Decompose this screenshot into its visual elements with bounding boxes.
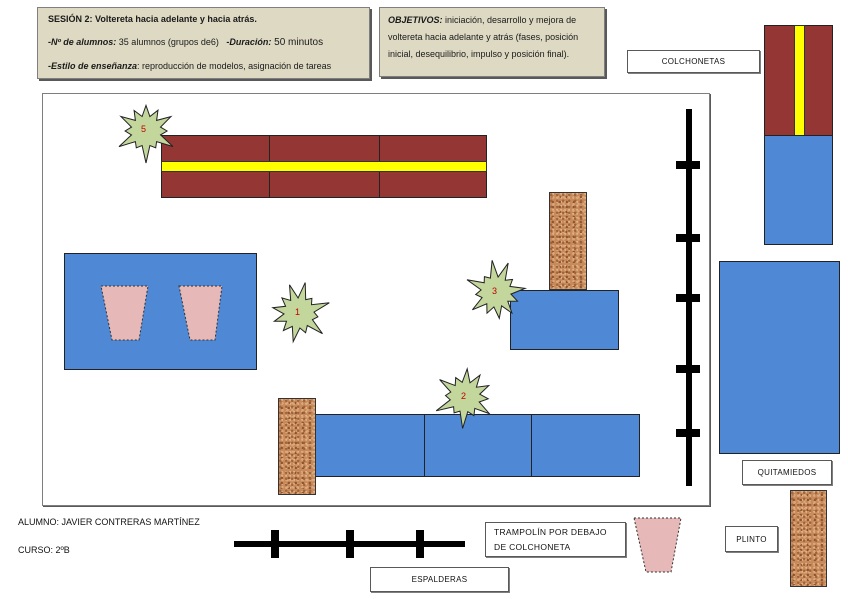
duration-label: -Duración: — [226, 37, 272, 47]
star-shape — [466, 260, 528, 321]
station-number-1: 1 — [295, 307, 301, 317]
legend-quitamiedos — [719, 261, 840, 454]
session-title-text: Voltereta hacia adelante y hacia atrás. — [92, 14, 257, 24]
star-shape — [118, 103, 174, 164]
student-course: CURSO: 2ºB — [18, 545, 70, 555]
objectives-text: iniciación, desarrollo y mejora de volte… — [388, 15, 579, 59]
legend-trampoline — [633, 517, 682, 573]
station-number-5: 5 — [141, 124, 147, 134]
legend-espalderas-rung — [416, 530, 424, 558]
legend-blue-mat — [764, 135, 833, 245]
station-star-1 — [271, 282, 330, 344]
station-star-5 — [118, 103, 174, 164]
legend-espalderas-rung — [346, 530, 354, 558]
espalderas-rung — [676, 365, 700, 373]
students-value: 35 alumnos (grupos de6) — [116, 37, 219, 47]
label-trampolin: TRAMPOLÍN POR DEBAJO DE COLCHONETA — [485, 522, 626, 557]
legend-plinto — [790, 490, 827, 587]
station-3-plinto — [549, 192, 587, 290]
label-colchonetas: COLCHONETAS — [627, 50, 760, 73]
star-shape — [435, 366, 491, 429]
style-label: -Estilo de enseñanza — [48, 61, 138, 71]
espalderas-rung — [676, 161, 700, 169]
session-style: -Estilo de enseñanza: reproducción de mo… — [48, 62, 331, 71]
legend-espalderas-rung — [271, 530, 279, 558]
station-star-3 — [466, 260, 528, 321]
station-star-2 — [435, 366, 491, 429]
student-name: ALUMNO: JAVIER CONTRERAS MARTÍNEZ — [18, 517, 200, 527]
station-1-blue-mat — [64, 253, 257, 370]
station-3-blue-mat — [510, 290, 619, 350]
session-title: SESIÓN 2: Voltereta hacia adelante y hac… — [48, 15, 257, 24]
label-quitamiedos: QUITAMIEDOS — [742, 460, 832, 485]
legend-colchoneta-stripe — [794, 25, 805, 136]
students-label: -Nº de alumnos: — [48, 37, 117, 47]
trampoline-right — [178, 285, 223, 341]
duration-value: 50 minutos — [271, 37, 324, 48]
espalderas-rung — [676, 429, 700, 437]
session-students-duration: -Nº de alumnos: 35 alumnos (grupos de6) … — [48, 38, 323, 48]
star-shape — [271, 282, 330, 344]
station-number-3: 3 — [492, 286, 498, 296]
session-info-box: SESIÓN 2: Voltereta hacia adelante y hac… — [37, 7, 370, 79]
trampoline-left — [100, 285, 149, 341]
label-plinto: PLINTO — [725, 526, 778, 552]
objectives-box: OBJETIVOS: iniciación, desarrollo y mejo… — [379, 7, 605, 77]
label-trampolin-text: TRAMPOLÍN POR DEBAJO DE COLCHONETA — [494, 526, 607, 552]
station-2-plinto — [278, 398, 316, 495]
label-espalderas: ESPALDERAS — [370, 567, 509, 592]
style-value: : reproducción de modelos, asignación de… — [137, 61, 332, 71]
espalderas-rung — [676, 234, 700, 242]
objectives-label: OBJETIVOS: — [388, 15, 443, 25]
red-mat-stripe — [161, 161, 487, 172]
station-number-2: 2 — [461, 391, 467, 401]
session-title-label: SESIÓN 2: — [48, 14, 93, 24]
espalderas-rung — [676, 294, 700, 302]
station-2-blue-mats — [315, 414, 640, 477]
